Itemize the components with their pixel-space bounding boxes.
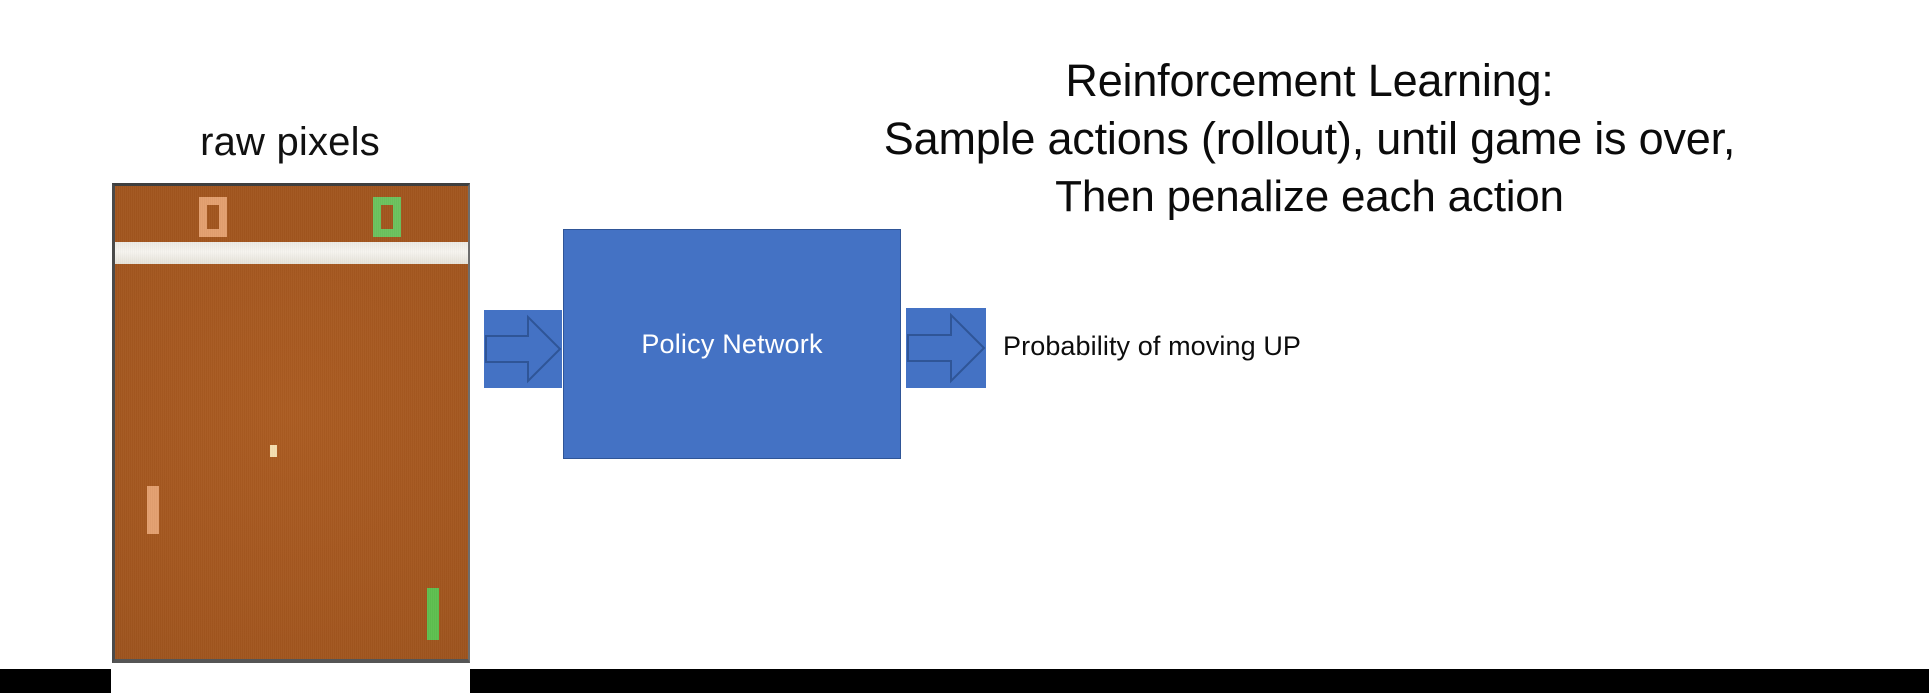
policy-network-box[interactable]: Policy Network	[563, 229, 901, 459]
raw-pixels-caption: raw pixels	[200, 120, 380, 164]
pong-paddle-left	[147, 486, 159, 534]
score-digit-glyph	[199, 197, 227, 237]
input-right-arrow-icon	[484, 310, 562, 388]
policy-network-label: Policy Network	[641, 328, 823, 359]
heading-line-2: Sample actions (rollout), until game is …	[883, 113, 1736, 164]
bottom-black-bar-right	[470, 669, 1929, 693]
heading-line-3: Then penalize each action	[1055, 172, 1564, 221]
heading-block: Reinforcement Learning: Sample actions (…	[690, 52, 1929, 226]
score-digit-glyph	[373, 197, 401, 237]
pong-game-screenshot	[112, 183, 470, 663]
heading-line-1: Reinforcement Learning:	[1065, 55, 1554, 106]
pong-paddle-right	[427, 588, 439, 640]
bottom-black-bar-left	[0, 669, 111, 693]
pong-score-left	[199, 197, 227, 237]
output-probability-label: Probability of moving UP	[1003, 331, 1302, 361]
output-right-arrow-icon	[906, 308, 986, 388]
pong-divider-line	[115, 242, 468, 264]
pong-screen	[115, 186, 468, 659]
pong-ball	[270, 445, 277, 457]
pong-score-right	[373, 197, 401, 237]
pong-score-band	[115, 186, 468, 242]
